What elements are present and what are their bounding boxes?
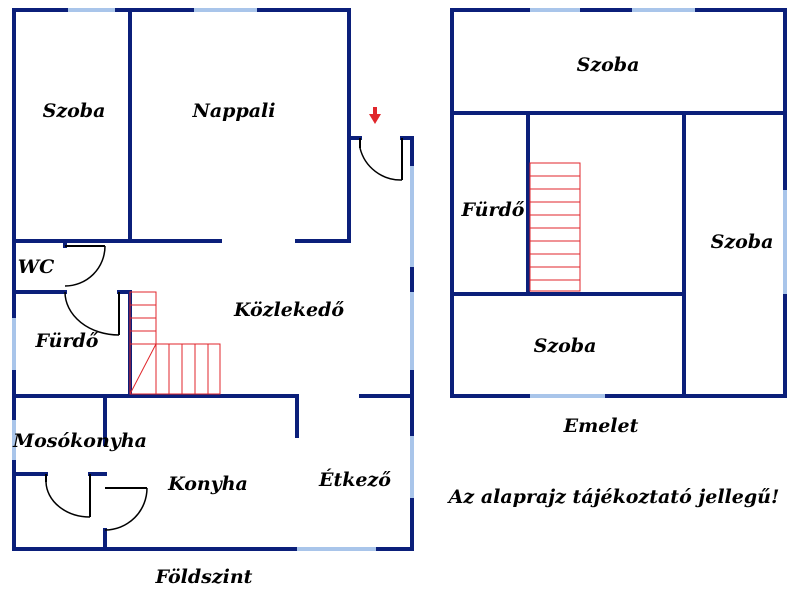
room-label-szoba-bottom: Szoba [534,335,597,357]
upper-floor-labels: Szoba Fürdő Szoba Szoba [461,54,774,357]
entrance-arrow-shaft [373,107,377,116]
entrance-arrow-icon [369,114,381,124]
upper-floor-stairs [529,162,581,292]
room-label-wc: WC [18,256,54,278]
room-label-furdo: Fürdő [35,330,99,352]
ground-floor-windows [12,8,414,551]
room-label-szoba-right: Szoba [711,231,774,253]
room-label-etkezo: Étkező [318,468,391,491]
disclaimer-note: Az alaprajz tájékoztató jellegű! [447,486,780,508]
room-label-mosokonyha: Mosókonyha [12,430,147,452]
ground-floor-plan: Szoba Nappali WC Közlekedő Fürdő Mosókon… [12,8,414,588]
ground-floor-doors [45,138,403,531]
upper-floor-title: Emelet [563,415,639,437]
upper-floor-plan: Szoba Fürdő Szoba Szoba Emelet [450,8,787,437]
upper-floor-windows [530,8,787,398]
room-label-nappali: Nappali [192,100,276,122]
room-label-szoba: Szoba [43,100,106,122]
room-label-szoba-top: Szoba [577,54,640,76]
room-label-konyha: Konyha [167,473,248,495]
room-label-furdo-upper: Fürdő [461,199,525,221]
ground-floor-stairs [129,291,221,395]
ground-floor-labels: Szoba Nappali WC Közlekedő Fürdő Mosókon… [12,100,391,495]
ground-floor-title: Földszint [155,566,253,588]
room-label-kozlekedo: Közlekedő [233,299,344,321]
